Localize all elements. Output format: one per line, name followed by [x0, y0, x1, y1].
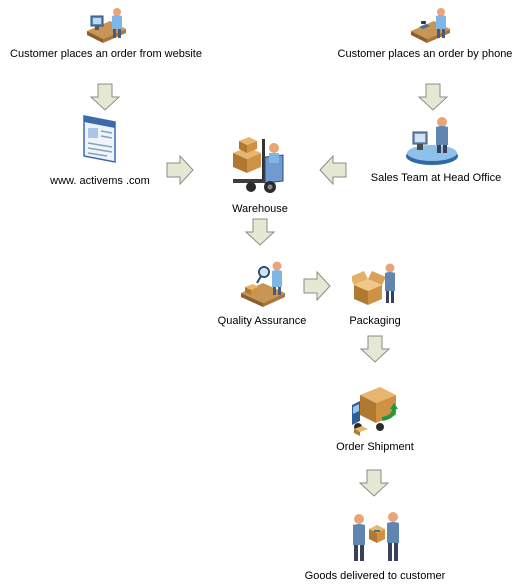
person-at-workstation-icon: [406, 117, 458, 165]
web-page-icon: [83, 115, 116, 163]
arrow-shipment-to-delivered: [359, 469, 389, 497]
node-label-warehouse: Warehouse: [232, 203, 288, 215]
node-label-packaging: Packaging: [349, 315, 401, 327]
arrow-sales-to-warehouse: [319, 155, 347, 185]
arrow-qa-to-packaging: [303, 271, 331, 301]
arrow-packaging-to-shipment: [360, 335, 390, 363]
person-packing-box-icon: [352, 263, 395, 305]
node-label-website-order: Customer places an order from website: [10, 48, 202, 60]
person-at-computer-desk-icon: [87, 8, 126, 43]
node-label-quality: Quality Assurance: [217, 315, 307, 327]
forklift-with-boxes-icon: [233, 137, 284, 193]
arrow-phone-to-sales: [418, 83, 448, 111]
person-at-desk-with-phone-icon: [411, 8, 450, 43]
box-handover-icon: [353, 512, 399, 561]
node-label-delivered: Goods delivered to customer: [304, 570, 446, 582]
node-label-sales-team: Sales Team at Head Office: [370, 172, 502, 184]
arrow-website-to-site: [90, 83, 120, 111]
node-label-website: www. activems .com: [50, 175, 150, 187]
delivery-truck-icon: [352, 387, 398, 436]
inspector-with-magnifier-icon: [241, 261, 285, 307]
node-label-shipment: Order Shipment: [336, 441, 414, 453]
node-label-phone-order: Customer places an order by phone: [337, 48, 513, 60]
arrow-warehouse-to-qa: [245, 218, 275, 246]
